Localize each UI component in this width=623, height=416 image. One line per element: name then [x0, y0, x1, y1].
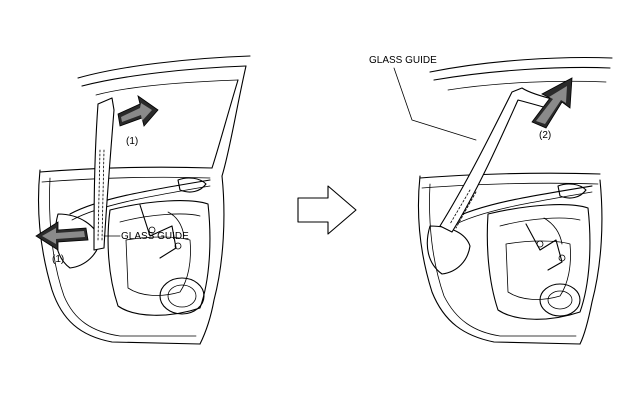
- right-door-illustration: [393, 56, 613, 345]
- arrow-up-step-2: [531, 77, 573, 129]
- step-1-lower-label: (1): [52, 254, 64, 265]
- glass-guide-right-label: GLASS GUIDE: [369, 55, 437, 66]
- transition-arrow-icon: [297, 185, 357, 235]
- step-2-label: (2): [539, 130, 551, 141]
- arrow-up-right-step-1: [117, 95, 159, 127]
- glass-guide-left-label: GLASS GUIDE: [121, 231, 189, 242]
- left-door-illustration: [37, 55, 251, 345]
- arrow-left-step-1: [35, 221, 89, 251]
- step-1-upper-label: (1): [126, 136, 138, 147]
